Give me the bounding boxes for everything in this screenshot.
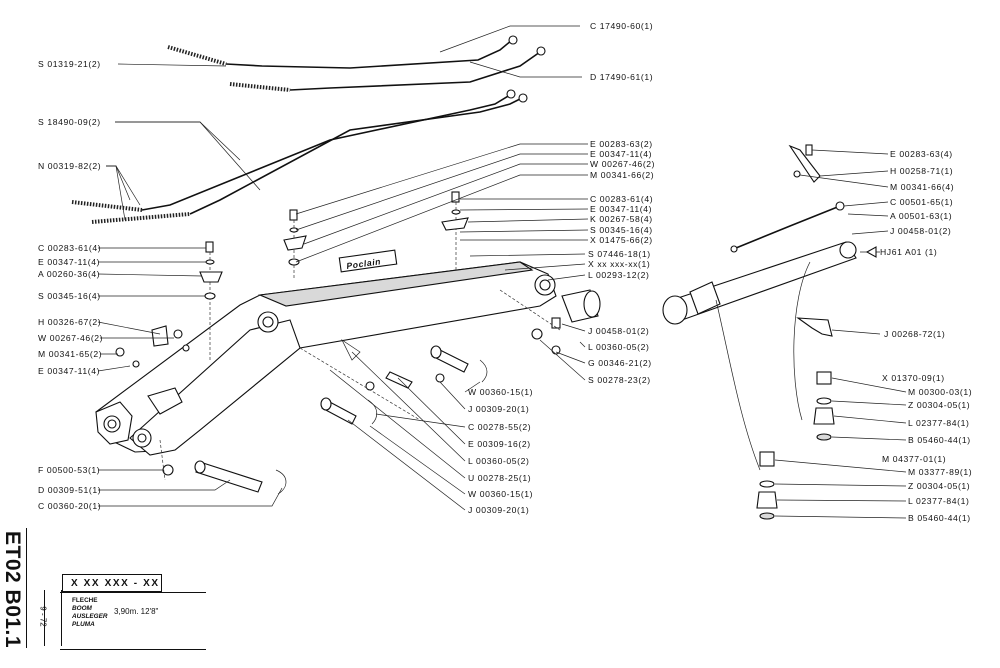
callout-label: HJ61 A01 (1) bbox=[880, 247, 937, 257]
callout-label: E 00309-16(2) bbox=[468, 439, 531, 449]
callout-labels-mid: E 00283-63(2) E 00347-11(4) W 00267-46(2… bbox=[588, 139, 655, 280]
callout-label: X 01370-09(1) bbox=[882, 373, 945, 383]
leader-lines bbox=[97, 25, 907, 519]
name-es: PLUMA bbox=[72, 621, 95, 628]
callout-label: B 05460-44(1) bbox=[908, 513, 971, 523]
callout-label: S 00345-16(4) bbox=[38, 291, 101, 301]
dimensions: 3,90m. 12'8" bbox=[114, 607, 159, 616]
pin-group-mid bbox=[299, 338, 488, 425]
callout-label: E 00283-63(2) bbox=[590, 139, 653, 149]
callout-label: S 00278-23(2) bbox=[588, 375, 651, 385]
bolt-stack-mid bbox=[283, 209, 307, 280]
callout-label: F 00500-53(1) bbox=[38, 465, 100, 475]
callout-label: W 00267-46(2) bbox=[590, 159, 655, 169]
reference-code: ET02 B01.1 bbox=[1, 526, 25, 649]
callout-label: U 00278-25(1) bbox=[468, 473, 531, 483]
callout-label: C 17490-60(1) bbox=[590, 21, 653, 31]
callout-label: C 00501-65(1) bbox=[890, 197, 953, 207]
boom-structure: Poclain bbox=[95, 249, 557, 456]
description-box: FLECHE BOOM AUSLEGER PLUMA 3,90m. 12'8" bbox=[60, 592, 206, 650]
callout-label: L 00293-12(2) bbox=[588, 270, 649, 280]
callout-label: C 00283-61(4) bbox=[38, 243, 101, 253]
callout-label: X xx xxx-xx(1) bbox=[588, 259, 650, 269]
callout-label: L 00360-05(2) bbox=[588, 342, 649, 352]
callout-labels-bottom: W 00360-15(1) J 00309-20(1) C 00278-55(2… bbox=[468, 387, 533, 515]
callout-label: E 00347-11(4) bbox=[38, 366, 100, 376]
title-block-divider bbox=[26, 528, 27, 648]
pin-group-bottom bbox=[159, 439, 287, 495]
part-names: FLECHE BOOM AUSLEGER PLUMA bbox=[72, 597, 108, 629]
callout-label: H 00258-71(1) bbox=[890, 166, 953, 176]
callout-label: L 00360-05(2) bbox=[468, 456, 529, 466]
name-en: BOOM bbox=[72, 605, 92, 612]
callout-label: M 03377-89(1) bbox=[908, 467, 972, 477]
callout-label: M 00341-65(2) bbox=[38, 349, 102, 359]
callout-label: Z 00304-05(1) bbox=[908, 481, 970, 491]
callout-label: M 00341-66(4) bbox=[890, 182, 954, 192]
name-fr: FLECHE bbox=[72, 597, 98, 604]
callout-label: E 00347-11(4) bbox=[590, 149, 652, 159]
callout-labels-top: C 17490-60(1) D 17490-61(1) bbox=[590, 21, 653, 82]
callout-label: J 00458-01(2) bbox=[588, 326, 649, 336]
reference-code-text: ET02 B01.1 bbox=[1, 531, 24, 649]
callout-label: L 02377-84(1) bbox=[908, 496, 969, 506]
callout-label: A 00501-63(1) bbox=[890, 211, 952, 221]
callout-label: W 00360-15(1) bbox=[468, 387, 533, 397]
callout-label: Z 00304-05(1) bbox=[908, 400, 970, 410]
bolt-stack-right bbox=[441, 191, 469, 270]
callout-label: S 00345-16(4) bbox=[590, 225, 653, 235]
hose-s-18490-09-b bbox=[91, 93, 528, 224]
callout-label: E 00347-11(4) bbox=[590, 204, 652, 214]
bushing-group bbox=[499, 289, 601, 355]
boom-cylinder bbox=[662, 144, 857, 520]
callout-label: S 01319-21(2) bbox=[38, 59, 101, 69]
callout-label: C 00283-61(4) bbox=[590, 194, 653, 204]
callout-label: H 00326-67(2) bbox=[38, 317, 101, 327]
hose-c-17490-60 bbox=[167, 35, 518, 69]
callout-label: M 04377-01(1) bbox=[882, 454, 946, 464]
callout-label: C 00360-20(1) bbox=[38, 501, 101, 511]
poclain-logo: Poclain bbox=[346, 256, 382, 271]
callout-labels-left: S 01319-21(2) S 18490-09(2) N 00319-82(2… bbox=[38, 59, 103, 511]
callout-label: K 00267-58(4) bbox=[590, 214, 653, 224]
hose-d-17490-61 bbox=[229, 46, 546, 92]
callout-label: J 00309-20(1) bbox=[468, 505, 529, 515]
callout-label: D 17490-61(1) bbox=[590, 72, 653, 82]
callout-label: N 00319-82(2) bbox=[38, 161, 101, 171]
callout-label: E 00283-63(4) bbox=[890, 149, 953, 159]
callout-label: D 00309-51(1) bbox=[38, 485, 101, 495]
name-de: AUSLEGER bbox=[72, 613, 108, 620]
date-text: 9 - 72 bbox=[38, 606, 48, 627]
callout-label: B 05460-44(1) bbox=[908, 435, 971, 445]
callout-label: J 00309-20(1) bbox=[468, 404, 529, 414]
callout-label: J 00458-01(2) bbox=[890, 226, 951, 236]
callout-label: L 02377-84(1) bbox=[908, 418, 969, 428]
callout-label: J 00268-72(1) bbox=[884, 329, 945, 339]
date-box: 9 - 72 bbox=[39, 590, 62, 646]
hose-s-18490-09-a bbox=[71, 89, 516, 212]
callout-label: S 07446-18(1) bbox=[588, 249, 651, 259]
callout-label: X 01475-66(2) bbox=[590, 235, 653, 245]
callout-label: S 18490-09(2) bbox=[38, 117, 101, 127]
callout-label: W 00360-15(1) bbox=[468, 489, 533, 499]
callout-labels-cylinder: E 00283-63(4) H 00258-71(1) M 00341-66(4… bbox=[880, 149, 972, 523]
callout-label: E 00347-11(4) bbox=[38, 257, 100, 267]
callout-label: A 00260-36(4) bbox=[38, 269, 100, 279]
callout-label: G 00346-21(2) bbox=[588, 358, 652, 368]
part-number-box: X XX XXX - XX bbox=[62, 574, 162, 592]
callout-label: W 00267-46(2) bbox=[38, 333, 103, 343]
callout-label: M 00341-66(2) bbox=[590, 170, 654, 180]
callout-label: M 00300-03(1) bbox=[908, 387, 972, 397]
callout-labels-right-mid: J 00458-01(2) L 00360-05(2) G 00346-21(2… bbox=[588, 326, 652, 385]
callout-label: C 00278-55(2) bbox=[468, 422, 531, 432]
bolt-stack-left bbox=[199, 241, 223, 360]
